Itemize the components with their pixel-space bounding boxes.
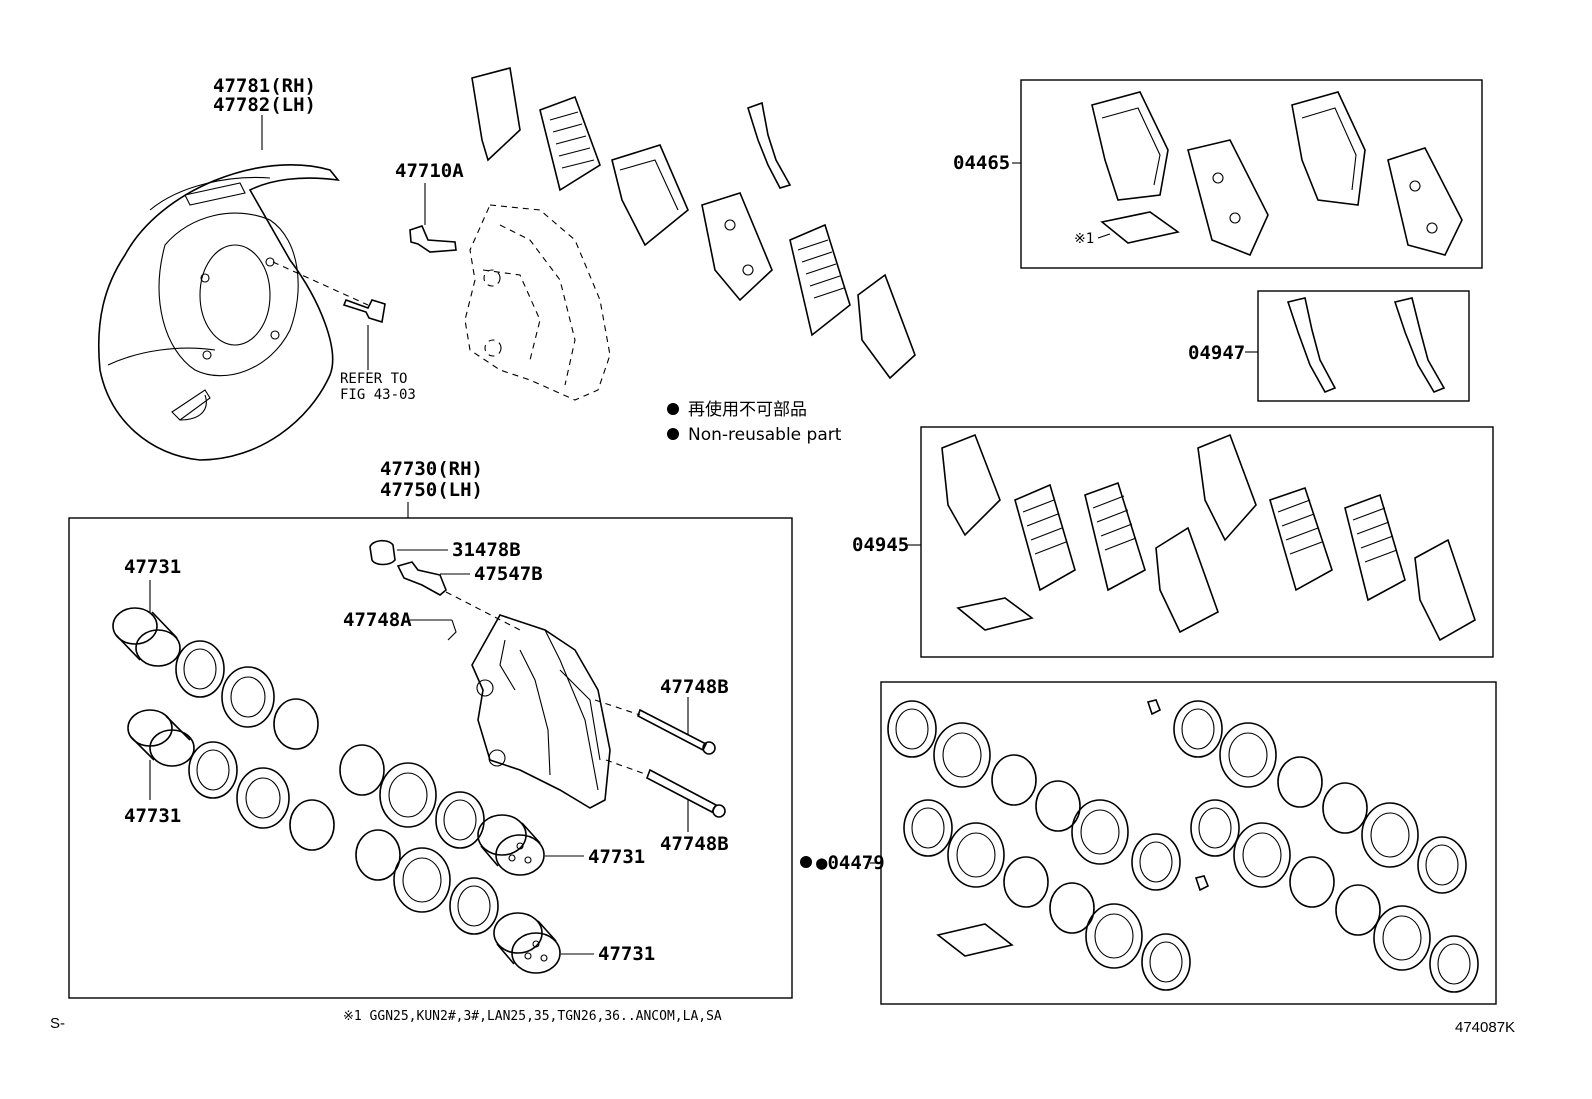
bleeder-label: 47547B: [474, 563, 543, 585]
bushing-label: 47748A: [343, 609, 412, 631]
piston-c-label: 47731: [588, 846, 645, 868]
kit-pad-parts: [1091, 91, 1463, 257]
footnote: ※1 GGN25,KUN2#,3#,LAN25,35,TGN26,36..ANC…: [343, 1009, 722, 1024]
bushing-wire: [447, 619, 457, 641]
seal-set-middle: [339, 744, 499, 935]
dust-shield: [97, 164, 340, 461]
kit-shim-label: 04945: [852, 534, 909, 556]
seal-set-upper-left: [175, 640, 319, 750]
kit-pad-label: 04465: [953, 152, 1010, 174]
kit-spring-parts: [1286, 297, 1446, 394]
cap-label: 31478B: [452, 539, 521, 561]
kit-seal-box: [880, 681, 1497, 1005]
piston-a: [112, 607, 181, 667]
piston-b: [127, 709, 195, 767]
kit-spring-label: 04947: [1188, 342, 1245, 364]
refer-line1: REFER TO: [340, 371, 407, 387]
bolt-label: 47710A: [395, 160, 464, 182]
kit-pad-note-mark: ※1: [1074, 231, 1094, 247]
piston-c: [477, 814, 545, 876]
shield-lh-label: 47782(LH): [213, 94, 316, 116]
pin-upper-label: 47748B: [660, 676, 729, 698]
piston-d: [493, 912, 561, 974]
upper-pad-parts: [471, 67, 916, 380]
pin-lower-label: 47748B: [660, 833, 729, 855]
seal-set-lower-left: [188, 741, 335, 851]
pin-lower-dash: [605, 759, 649, 776]
kit-note-leader: [1097, 233, 1111, 239]
caliper-bolt: [409, 225, 457, 253]
guide-pin-upper: [637, 708, 716, 755]
caliper-assembly-box: [68, 517, 793, 999]
corner-code-left: S-: [50, 1015, 65, 1032]
shield-bolt: [342, 298, 386, 324]
guide-pin-lower: [646, 768, 726, 818]
refer-line2: FIG 43-03: [340, 387, 416, 403]
legend: 再使用不可部品 Non-reusable part: [667, 399, 842, 445]
pin-upper-dash: [594, 699, 641, 716]
piston-d-label: 47731: [598, 943, 655, 965]
bleeder-cap: [369, 539, 396, 566]
kit-seal-nonreusable-dot: [800, 856, 812, 868]
legend-jp: 再使用不可部品: [688, 399, 807, 420]
legend-en: Non-reusable part: [688, 425, 842, 445]
kit-seal-parts: [887, 699, 1479, 993]
kit-seal-label: ●04479: [816, 852, 885, 874]
kit-pad-box: [1020, 79, 1483, 269]
kit-shim-box: [920, 426, 1494, 658]
figure-id: 474087K: [1455, 1019, 1515, 1036]
legend-dot-en: [667, 428, 679, 440]
piston-a-label: 47731: [124, 556, 181, 578]
bleeder-screw: [396, 561, 447, 596]
caliper-lh-label: 47750(LH): [380, 479, 483, 501]
piston-b-label: 47731: [124, 805, 181, 827]
shield-rh-label: 47781(RH): [213, 75, 316, 97]
caliper-body: [471, 614, 611, 809]
caliper-rh-label: 47730(RH): [380, 458, 483, 480]
caliper-outline-dashed: [464, 204, 611, 401]
kit-spring-box: [1257, 290, 1470, 402]
kit-shim-parts: [941, 433, 1476, 642]
bleeder-dash: [445, 591, 521, 631]
shield-bolt-dash: [272, 261, 369, 306]
legend-dot-jp: [667, 403, 679, 415]
